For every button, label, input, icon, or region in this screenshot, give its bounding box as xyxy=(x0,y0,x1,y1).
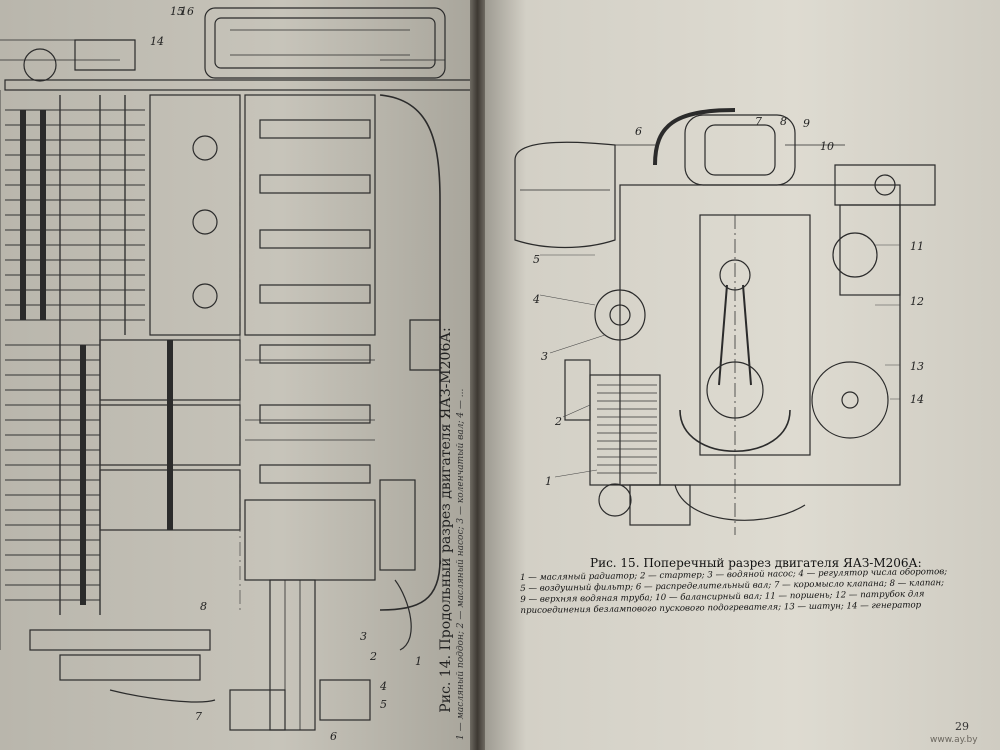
callout-14: 14 xyxy=(150,35,164,48)
figure-15-title: Рис. 15. Поперечный разрез двигателя ЯАЗ… xyxy=(590,556,922,570)
fig15-callout-3: 3 xyxy=(541,350,548,363)
fig15-callout-10: 10 xyxy=(820,140,834,153)
callout-16: 16 xyxy=(180,5,194,18)
fig15-callout-14: 14 xyxy=(910,393,924,406)
fig15-callout-9: 9 xyxy=(803,117,810,130)
figure-14-legend: 1 — масляный поддон; 2 — масляный насос;… xyxy=(456,388,466,740)
cross-section-drawing: 6 7 8 9 10 11 12 13 14 5 4 3 2 1 xyxy=(514,108,936,535)
fig15-callout-11: 11 xyxy=(910,240,924,253)
book-gutter xyxy=(470,0,485,750)
left-page: 15 16 14 8 3 2 1 4 5 6 7 Рис. 14. Продол… xyxy=(0,0,470,750)
callout-3: 3 xyxy=(360,630,367,643)
longitudinal-section-drawing: 15 16 14 8 3 2 1 4 5 6 7 xyxy=(0,5,470,743)
fig15-callout-13: 13 xyxy=(910,360,924,373)
fig15-callout-2: 2 xyxy=(554,415,562,428)
page-number: 29 xyxy=(955,720,969,733)
callout-5: 5 xyxy=(380,698,387,711)
fig15-callout-6: 6 xyxy=(635,125,642,138)
watermark: www.ay.by xyxy=(930,735,978,745)
fig15-callout-4: 4 xyxy=(532,293,540,306)
callout-6: 6 xyxy=(330,730,337,743)
fig15-callout-1: 1 xyxy=(545,475,552,488)
fig15-callout-7: 7 xyxy=(755,115,762,128)
fig15-callout-8: 8 xyxy=(780,115,787,128)
callout-8: 8 xyxy=(200,600,207,613)
callout-7: 7 xyxy=(195,710,202,723)
callout-15: 15 xyxy=(170,5,184,18)
figure-14-caption: Рис. 14. Продольный разрез двигателя ЯАЗ… xyxy=(438,300,468,740)
callout-4: 4 xyxy=(379,680,387,693)
fig15-callout-5: 5 xyxy=(533,253,540,266)
fig15-callout-12: 12 xyxy=(910,295,924,308)
callout-1: 1 xyxy=(415,655,422,668)
figure-14-title: Рис. 14. Продольный разрез двигателя ЯАЗ… xyxy=(438,327,454,713)
callout-2: 2 xyxy=(369,650,377,663)
figure-15-legend: 1 — масляный радиатор; 2 — стартер; 3 — … xyxy=(520,567,948,616)
